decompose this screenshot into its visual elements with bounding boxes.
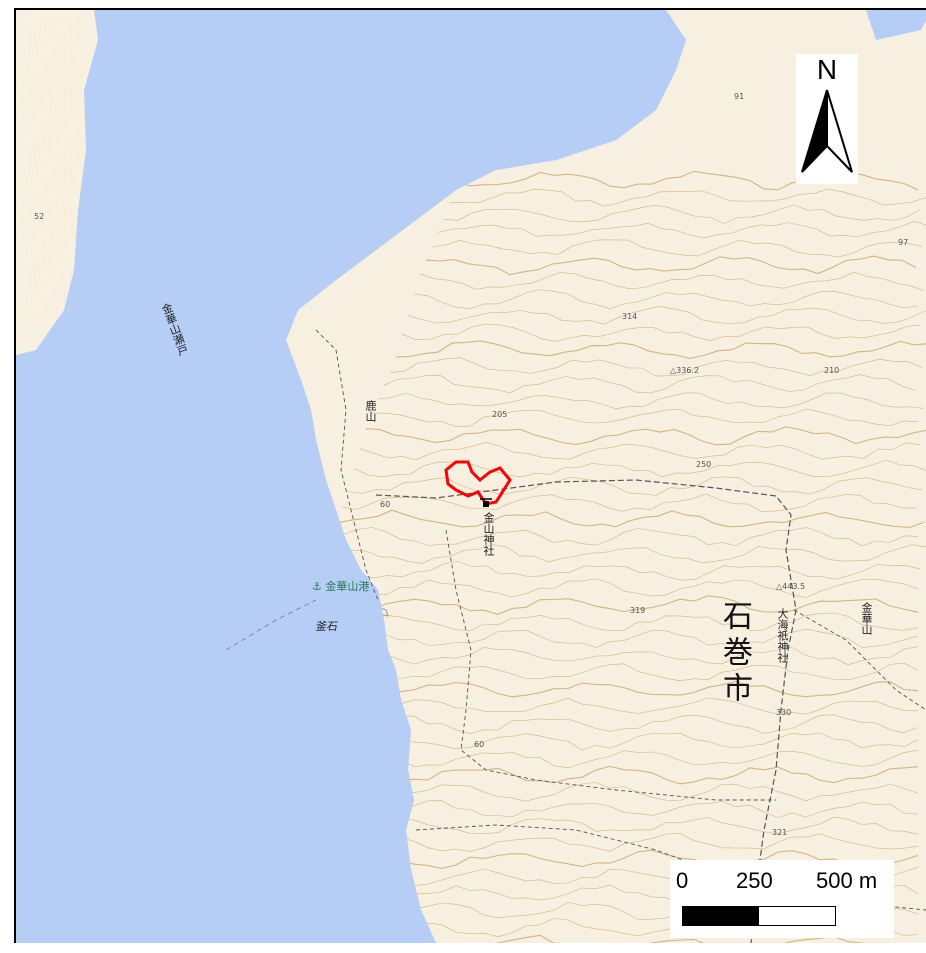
scale-bar-white-segment (759, 907, 835, 925)
west-island-overlay (16, 10, 98, 355)
road-east (793, 609, 926, 711)
place-shikayama-label: 鹿山 (364, 400, 377, 422)
contour-line (365, 426, 926, 446)
anchor-icon: ⚓ (312, 580, 322, 593)
contour-line (413, 289, 919, 310)
road-southeast (415, 824, 926, 911)
contour-line (315, 612, 919, 632)
contour-line (317, 560, 921, 581)
elevation-label: 97 (898, 238, 909, 247)
contour-line (329, 527, 919, 547)
port-label: ⚓ 金華山港 (312, 578, 369, 594)
contour-line (315, 765, 919, 785)
elevation-label: △443.5 (776, 582, 806, 591)
scale-tick-500: 500 m (816, 868, 878, 893)
contour-line (315, 800, 919, 818)
contour-line (389, 357, 923, 377)
contour-line (315, 816, 919, 835)
city-label: 石巻市 (717, 600, 752, 708)
contour-line (315, 697, 919, 715)
contour-line (383, 374, 917, 394)
contour-line (425, 255, 917, 276)
elevation-label: 250 (696, 460, 712, 469)
scale-tick-0: 0 (676, 868, 689, 893)
contour-line (407, 306, 926, 325)
contour-line (395, 340, 926, 359)
port-name: 金華山港 (325, 580, 370, 593)
ferry-route (225, 599, 317, 651)
shrine-marker (480, 498, 492, 507)
contour-lines (16, 10, 926, 943)
elevation-label: △336.2 (670, 366, 700, 375)
contour-line (315, 782, 919, 802)
contour-line (315, 849, 919, 869)
elevation-label: 91 (734, 92, 745, 101)
elevation-label: 52 (34, 212, 45, 221)
contour-line (377, 392, 925, 410)
north-letter: N (816, 54, 838, 85)
place-kanmaishi-label: 釜石 (314, 620, 340, 633)
contour-line (359, 441, 921, 461)
elevation-label: 210 (824, 366, 840, 375)
road-west (315, 329, 379, 601)
contour-line (315, 833, 919, 852)
contour-line (315, 680, 919, 699)
elevation-label: 330 (776, 708, 792, 717)
contour-line (335, 509, 925, 528)
contour-line (315, 595, 919, 615)
sea-mask (16, 10, 686, 943)
elevation-label: 319 (630, 606, 646, 615)
scale-bar-black-segment (683, 907, 759, 925)
contour-line (315, 732, 919, 751)
elevation-label: 60 (474, 740, 485, 749)
contour-line (315, 714, 919, 735)
contour-line (315, 662, 919, 682)
road-south (445, 529, 776, 801)
scale-tick-250: 250 (736, 868, 773, 893)
contour-line (341, 493, 917, 513)
contour-line (347, 476, 923, 496)
north-arrow: N (796, 54, 858, 184)
shrine-oumi-label: 大海祇神社 (776, 608, 789, 663)
contour-line (315, 749, 919, 769)
contour-line (419, 271, 925, 291)
shrine-koganeyama-label: 金山神社 (482, 512, 495, 556)
map-frame: 石巻市 金山神社 大海祇神社 金華山瀬戸 ⚓ 金華山港 鹿山 釜石 金華山 91… (14, 8, 926, 943)
contour-line (431, 239, 923, 258)
elevation-label: 314 (622, 312, 638, 321)
contour-line (315, 628, 919, 648)
elevation-label: 321 (772, 828, 788, 837)
contour-line (449, 188, 926, 207)
contour-line (401, 323, 921, 342)
north-arrow-icon (801, 89, 853, 173)
contour-line (323, 544, 926, 564)
contour-line (315, 578, 919, 599)
contour-line (371, 408, 919, 428)
elevation-label: 205 (492, 410, 508, 419)
contour-line (353, 459, 926, 478)
contour-line (443, 204, 921, 224)
scale-bar-graphic (682, 906, 836, 926)
elevation-label: 60 (380, 500, 391, 509)
scale-bar: 0 250 500 m (670, 860, 894, 938)
peak-kinkasan-label: 金華山 (860, 602, 873, 635)
topographic-map[interactable] (16, 10, 926, 943)
contour-line (315, 646, 919, 666)
contour-line (437, 221, 926, 239)
survey-site-outline[interactable] (444, 460, 512, 506)
